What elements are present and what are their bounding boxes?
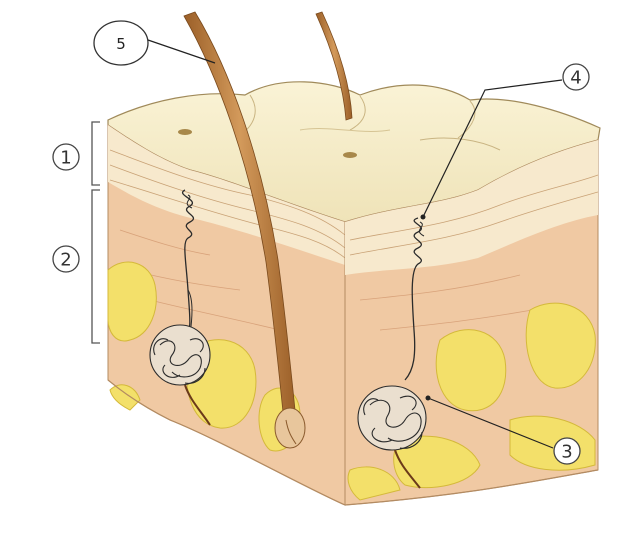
- skin-block: [108, 82, 600, 505]
- svg-text:4: 4: [570, 68, 581, 89]
- label-2: 2: [53, 246, 79, 272]
- svg-text:1: 1: [60, 148, 71, 169]
- svg-text:5: 5: [116, 35, 126, 53]
- layer-bracket-1: [92, 122, 100, 185]
- svg-text:3: 3: [561, 442, 572, 463]
- label-1: 1: [53, 144, 79, 170]
- svg-text:2: 2: [60, 250, 71, 271]
- hair-follicle-bulb: [275, 408, 305, 448]
- layer-bracket-2: [92, 190, 100, 343]
